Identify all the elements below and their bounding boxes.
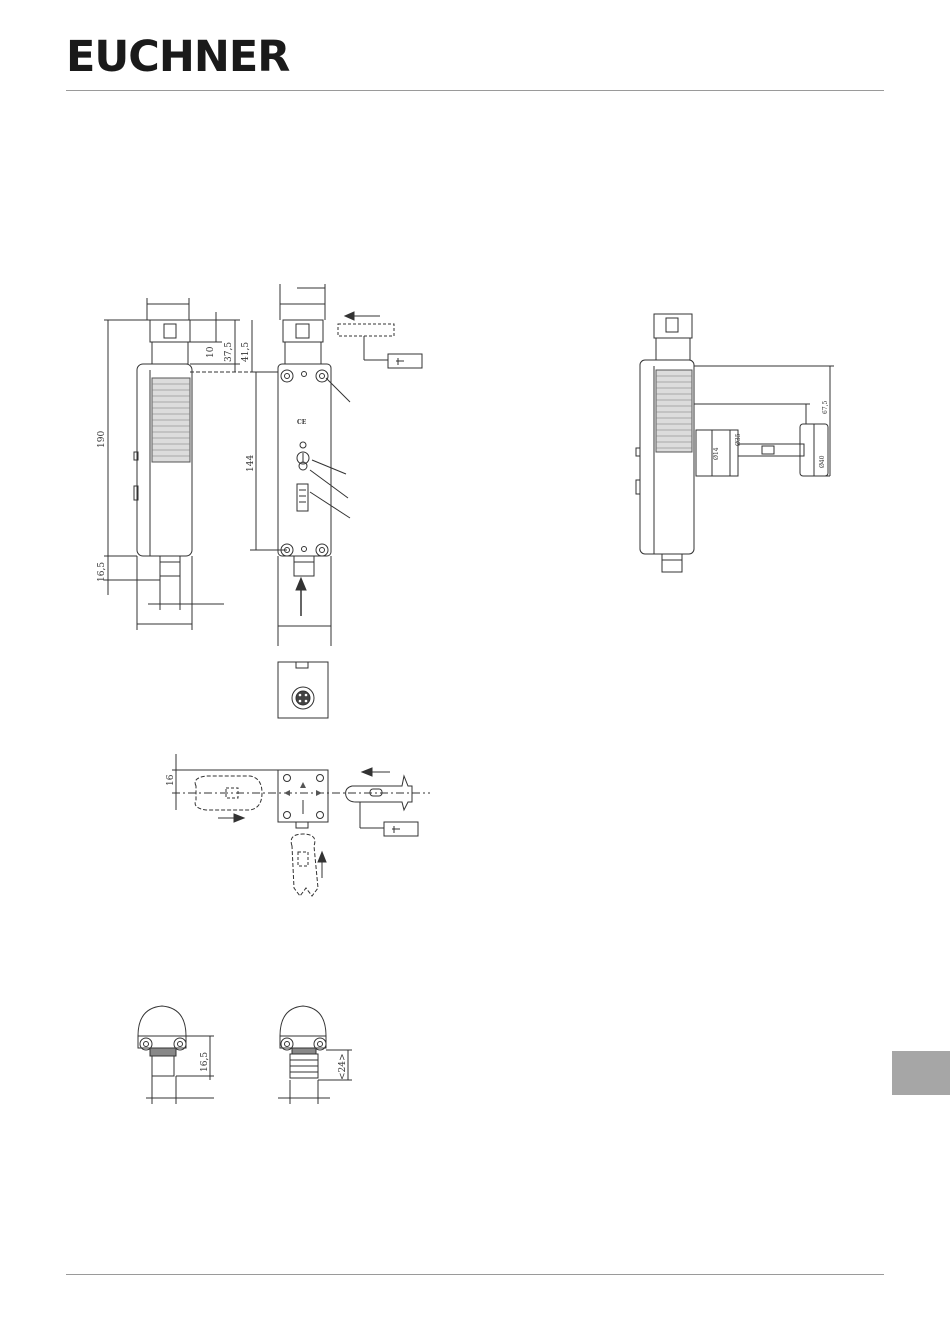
dim-overall-height: 190	[97, 431, 107, 448]
dim-dia-40: Ø40	[819, 455, 826, 468]
dim-37-5: 37,5	[224, 342, 234, 362]
dim-16: 16	[166, 774, 176, 786]
front-view-drawing	[250, 284, 350, 646]
dim-dia-35: Ø35	[735, 433, 742, 446]
bottom-view-drawing	[278, 662, 328, 718]
insertion-symbol	[338, 312, 422, 368]
section-tab-marker	[892, 1051, 950, 1095]
dim-dia-14: Ø14	[713, 447, 720, 460]
footer-divider	[66, 1274, 884, 1275]
dim-left-connector-height: 16,5	[200, 1052, 210, 1072]
dim-67-5: 67,5	[822, 400, 829, 414]
dim-body-height: 144	[246, 455, 256, 472]
ce-mark: CE	[297, 419, 307, 426]
dim-right-connector-height: <24>	[338, 1053, 348, 1080]
dim-connector-height: 16,5	[97, 562, 107, 582]
actuation-directions-drawing	[172, 754, 430, 896]
dim-10: 10	[206, 346, 216, 358]
dim-41-5: 41,5	[241, 342, 251, 362]
